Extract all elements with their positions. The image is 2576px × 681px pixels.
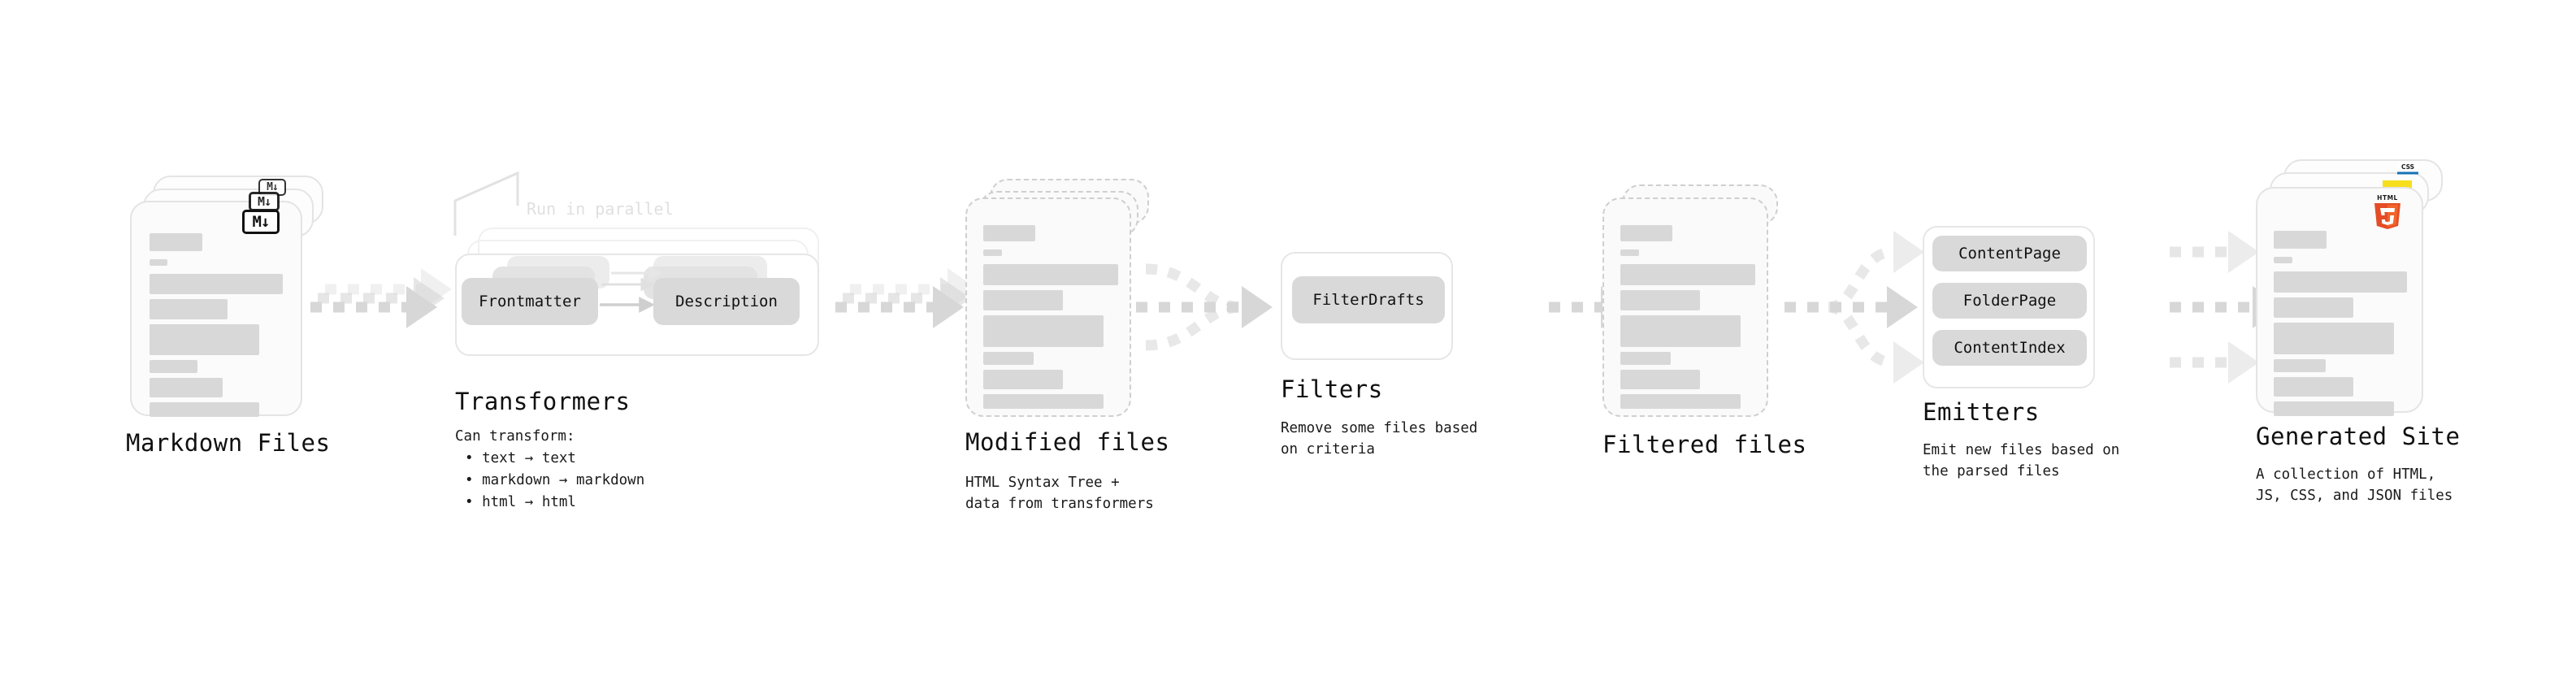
arrow-transformers-to-modified [835, 268, 978, 328]
emitter-node-contentpage[interactable]: ContentPage [1932, 236, 2087, 271]
filter-node-filterdrafts[interactable]: FilterDrafts [1292, 276, 1445, 323]
placeholder-bar [1620, 264, 1755, 285]
generated-site-sub-0: A collection of HTML, [2256, 466, 2436, 483]
heading-filtered-files: Filtered files [1602, 431, 1807, 458]
placeholder-bar [2274, 297, 2353, 318]
placeholder-bar [150, 378, 223, 397]
markdown-logo-front: M↓ [242, 210, 280, 234]
heading-generated-site: Generated Site [2256, 423, 2461, 450]
filters-sub-1: on criteria [1281, 441, 1375, 458]
transformers-bullet-2: • html → html [465, 494, 576, 510]
emitter-node-contentindex[interactable]: ContentIndex [1932, 330, 2087, 366]
placeholder-bar [983, 264, 1118, 285]
placeholder-bar [983, 225, 1035, 241]
placeholder-bar [1620, 394, 1741, 409]
markdown-logo-text: M↓ [252, 212, 271, 231]
markdown-logo-mid: M↓ [249, 192, 280, 211]
heading-emitters: Emitters [1923, 398, 2040, 426]
placeholder-bar [150, 233, 202, 251]
placeholder-bar [2274, 271, 2407, 293]
placeholder-bar [2274, 257, 2292, 263]
markdown-logo-text: M↓ [267, 181, 279, 193]
transformers-bullet-1: • markdown → markdown [465, 472, 645, 488]
filtered-card-front[interactable] [1602, 197, 1768, 417]
emitters-sub-1: the parsed files [1923, 463, 2060, 479]
placeholder-bar [2274, 323, 2394, 354]
placeholder-bar [2274, 401, 2394, 416]
placeholder-bar [983, 394, 1104, 409]
placeholder-bar [2274, 359, 2326, 372]
placeholder-bar [1620, 315, 1741, 347]
placeholder-bar [150, 360, 197, 373]
arrow-modified-to-filters [1136, 263, 1273, 351]
placeholder-bar [150, 324, 259, 355]
css3-logo: CSS [2397, 163, 2418, 175]
placeholder-bar [1620, 290, 1700, 310]
placeholder-bar [983, 315, 1104, 347]
emitters-sub-0: Emit new files based on [1923, 442, 2120, 458]
placeholder-bar [1620, 370, 1700, 389]
svg-text:HTML: HTML [2377, 194, 2398, 202]
placeholder-bar [1620, 225, 1672, 241]
placeholder-bar [150, 299, 228, 319]
placeholder-bar [1620, 249, 1639, 256]
placeholder-bar [983, 370, 1063, 389]
placeholder-bar [150, 259, 167, 266]
heading-filters: Filters [1281, 375, 1383, 403]
heading-modified-files: Modified files [965, 428, 1170, 456]
placeholder-bar [2274, 377, 2353, 397]
arrow-markdown-to-transformers [310, 268, 452, 328]
run-in-parallel-label: Run in parallel [527, 199, 674, 219]
markdown-logo-text: M↓ [257, 193, 271, 209]
run-in-parallel-leader [453, 171, 519, 236]
emitter-node-folderpage[interactable]: FolderPage [1932, 283, 2087, 319]
heading-transformers: Transformers [455, 388, 631, 415]
placeholder-bar [983, 290, 1063, 310]
transformers-subhead: Can transform: [455, 428, 575, 445]
placeholder-bar [2274, 231, 2327, 249]
placeholder-bar [983, 352, 1034, 365]
modified-files-sub-0: HTML Syntax Tree + [965, 475, 1120, 491]
html5-logo: HTML [2374, 194, 2400, 229]
placeholder-bar [150, 274, 283, 294]
transformer-node-description[interactable]: Description [653, 278, 800, 325]
transformer-node-frontmatter[interactable]: Frontmatter [462, 278, 598, 325]
filters-sub-0: Remove some files based [1281, 420, 1478, 436]
markdown-card-front[interactable] [130, 201, 302, 417]
placeholder-bar [150, 402, 259, 417]
arrow-filtered-to-emitters [1785, 231, 1924, 384]
placeholder-bar [983, 249, 1002, 256]
modified-card-front[interactable] [965, 197, 1131, 417]
placeholder-bar [1620, 352, 1671, 365]
transformers-bullet-0: • text → text [465, 450, 576, 466]
svg-text:CSS: CSS [2401, 163, 2414, 171]
generated-site-sub-1: JS, CSS, and JSON files [2256, 488, 2453, 504]
heading-markdown-files: Markdown Files [126, 429, 331, 457]
modified-files-sub-1: data from transformers [965, 496, 1154, 512]
